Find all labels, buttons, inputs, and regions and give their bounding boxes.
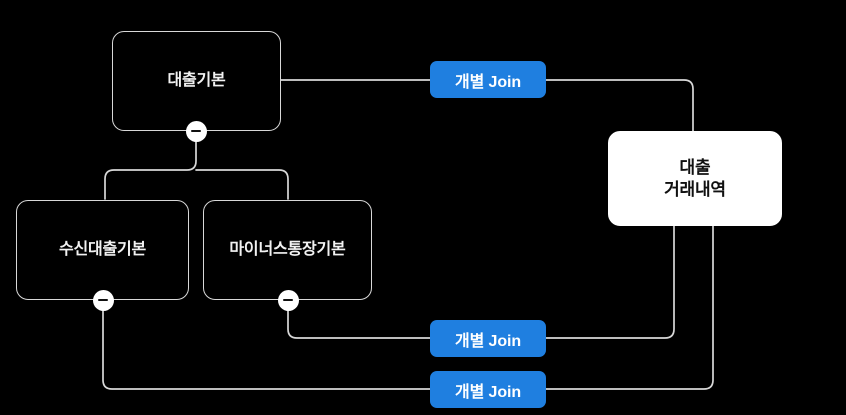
node-child-right[interactable]: 마이너스통장기본	[203, 200, 372, 300]
minus-icon	[98, 298, 108, 302]
node-root-label: 대출기본	[167, 71, 226, 89]
node-detail[interactable]: 대출 거래내역	[608, 131, 782, 226]
collapse-root-button[interactable]	[185, 120, 207, 142]
edge-child-left-to-detail	[102, 225, 714, 390]
node-child-left[interactable]: 수신대출기본	[16, 200, 189, 300]
join-badge-top[interactable]: 개별 Join	[430, 61, 546, 98]
collapse-child-left-button[interactable]	[92, 289, 114, 311]
node-child-left-label: 수신대출기본	[58, 240, 147, 258]
node-root[interactable]: 대출기본	[112, 31, 281, 131]
node-detail-label: 대출 거래내역	[664, 157, 726, 199]
join-badge-bottom[interactable]: 개별 Join	[430, 371, 546, 408]
collapse-child-right-button[interactable]	[277, 289, 299, 311]
edge-root-stem	[104, 140, 197, 200]
join-badge-top-label: 개별 Join	[454, 73, 522, 91]
node-child-right-label: 마이너스통장기본	[229, 240, 346, 258]
join-badge-bottom-label: 개별 Join	[454, 383, 522, 401]
join-badge-middle-label: 개별 Join	[454, 332, 522, 350]
minus-icon	[283, 298, 293, 302]
edge-root-stem-right	[195, 169, 289, 200]
minus-icon	[191, 129, 201, 133]
join-badge-middle[interactable]: 개별 Join	[430, 320, 546, 357]
